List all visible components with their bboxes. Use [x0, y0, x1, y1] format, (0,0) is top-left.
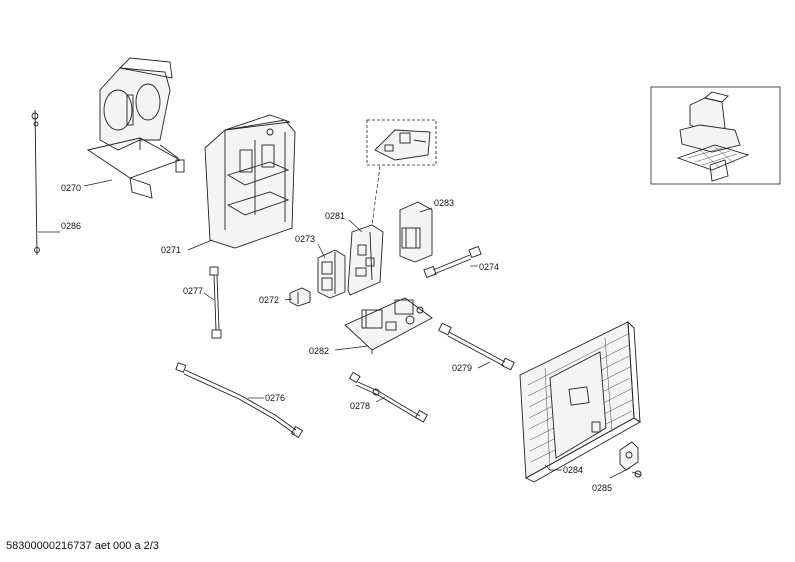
leader-0283	[419, 207, 433, 213]
part-0272-clip[interactable]	[289, 287, 311, 307]
part-0284-grid-panel[interactable]	[519, 320, 641, 483]
leader-0277	[203, 292, 215, 301]
overview-thumbnail	[650, 86, 781, 185]
label-0284: 0284	[563, 465, 583, 475]
label-0270: 0270	[61, 183, 81, 193]
leader-0270	[83, 179, 113, 187]
leader-0272	[284, 298, 293, 301]
leader-0284	[544, 464, 562, 471]
part-0270-bracket[interactable]	[86, 57, 185, 199]
part-0274-flat-cable[interactable]	[423, 245, 482, 279]
label-0271: 0271	[161, 245, 181, 255]
label-0282: 0282	[309, 346, 329, 356]
label-0274: 0274	[479, 262, 499, 272]
part-0285-bracket-screw[interactable]	[619, 441, 642, 478]
label-0277: 0277	[183, 286, 203, 296]
label-0281: 0281	[325, 211, 345, 221]
leader-0279	[477, 361, 491, 369]
leader-0273	[317, 243, 326, 259]
label-0273: 0273	[295, 234, 315, 244]
leader-0282	[334, 345, 369, 351]
leader-0278	[375, 396, 386, 403]
label-0283: 0283	[434, 198, 454, 208]
label-0278: 0278	[350, 401, 370, 411]
label-0286: 0286	[61, 221, 81, 231]
part-0276-wire[interactable]	[175, 362, 304, 439]
label-0279: 0279	[452, 363, 472, 373]
part-0281-control-board[interactable]	[347, 224, 384, 296]
label-0285: 0285	[592, 483, 612, 493]
detail-inset-board	[366, 119, 437, 226]
part-0277-harness[interactable]	[209, 266, 222, 339]
part-0271-frame[interactable]	[204, 114, 296, 249]
part-0278-cable[interactable]	[348, 371, 428, 423]
part-0279-cable[interactable]	[438, 322, 515, 371]
part-0273-relay[interactable]	[317, 249, 346, 299]
label-0272: 0272	[259, 295, 279, 305]
part-0282-power-board[interactable]	[344, 297, 433, 354]
leader-0285	[609, 467, 631, 479]
part-0283-transformer[interactable]	[399, 201, 433, 263]
leader-0271	[187, 239, 213, 251]
part-0286-wire[interactable]	[31, 109, 40, 256]
leader-0281	[348, 219, 363, 233]
drawing-number-footer: 58300000216737 aet 000 a 2/3	[6, 540, 159, 552]
label-0276: 0276	[265, 393, 285, 403]
